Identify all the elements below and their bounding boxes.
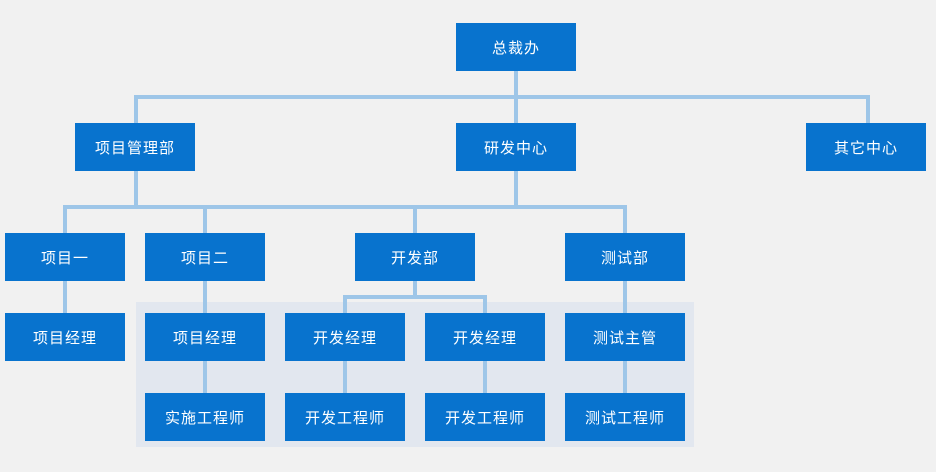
connector-devmgr1-deveng1	[343, 361, 347, 393]
node-project-2[interactable]: 项目二	[145, 233, 265, 281]
connector-drop-proj1	[63, 205, 67, 233]
connector-level1-bus	[134, 95, 870, 99]
connector-drop-pmo	[134, 95, 138, 123]
node-ceo[interactable]: 总裁办	[456, 23, 576, 71]
node-test-department[interactable]: 测试部	[565, 233, 685, 281]
node-test-engineer[interactable]: 测试工程师	[565, 393, 685, 441]
node-pmo[interactable]: 项目管理部	[75, 123, 195, 171]
connector-ceo-drop	[514, 71, 518, 99]
connector-devmgr2-deveng2	[483, 361, 487, 393]
node-dev-manager-2[interactable]: 开发经理	[425, 313, 545, 361]
connector-level2-bus	[65, 205, 627, 209]
connector-testdept-testlead	[623, 281, 627, 313]
node-project-manager-2[interactable]: 项目经理	[145, 313, 265, 361]
node-rnd[interactable]: 研发中心	[456, 123, 576, 171]
node-dev-engineer-1[interactable]: 开发工程师	[285, 393, 405, 441]
connector-drop-proj2	[203, 205, 207, 233]
connector-devdept-bus	[345, 295, 487, 299]
connector-drop-devmgr1	[343, 295, 347, 313]
node-dev-manager-1[interactable]: 开发经理	[285, 313, 405, 361]
connector-rnd-drop	[514, 171, 518, 209]
connector-drop-testdept	[623, 205, 627, 233]
connector-testlead-testeng	[623, 361, 627, 393]
connector-drop-other	[866, 95, 870, 123]
connector-drop-devmgr2	[483, 295, 487, 313]
connector-devdept-drop	[413, 281, 417, 299]
connector-proj2-pm2	[203, 281, 207, 313]
connector-proj1-pm1	[63, 281, 67, 313]
connector-pmo-drop	[134, 171, 138, 209]
node-test-lead[interactable]: 测试主管	[565, 313, 685, 361]
node-project-1[interactable]: 项目一	[5, 233, 125, 281]
connector-drop-devdept	[413, 205, 417, 233]
connector-drop-rnd	[514, 95, 518, 123]
node-dev-engineer-2[interactable]: 开发工程师	[425, 393, 545, 441]
node-other-center[interactable]: 其它中心	[806, 123, 926, 171]
connector-pm2-impleng	[203, 361, 207, 393]
node-implementation-engineer[interactable]: 实施工程师	[145, 393, 265, 441]
node-dev-department[interactable]: 开发部	[355, 233, 475, 281]
node-project-manager-1[interactable]: 项目经理	[5, 313, 125, 361]
